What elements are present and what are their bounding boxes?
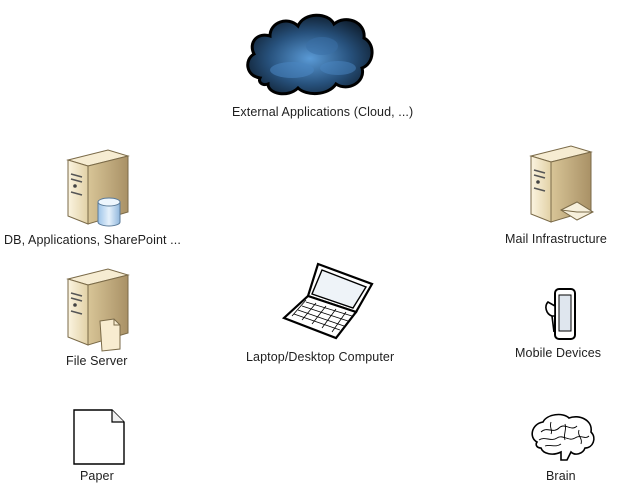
mobile-device-icon [545,288,576,340]
database-server-icon [66,149,130,227]
mobile-device-label: Mobile Devices [515,346,602,360]
cloud-icon [246,13,374,96]
cloud-label: External Applications (Cloud, ...) [232,105,414,119]
mail-server-icon [529,145,595,223]
mail-server-label: Mail Infrastructure [505,232,607,246]
brain-label: Brain [546,469,576,483]
paper-label: Paper [80,469,114,483]
laptop-icon [281,262,374,340]
brain-icon [531,413,595,461]
file-server-label: File Server [66,354,128,368]
file-server-icon [66,268,130,352]
laptop-label: Laptop/Desktop Computer [246,350,395,364]
database-server-label: DB, Applications, SharePoint ... [4,233,181,247]
paper-icon [73,409,125,465]
